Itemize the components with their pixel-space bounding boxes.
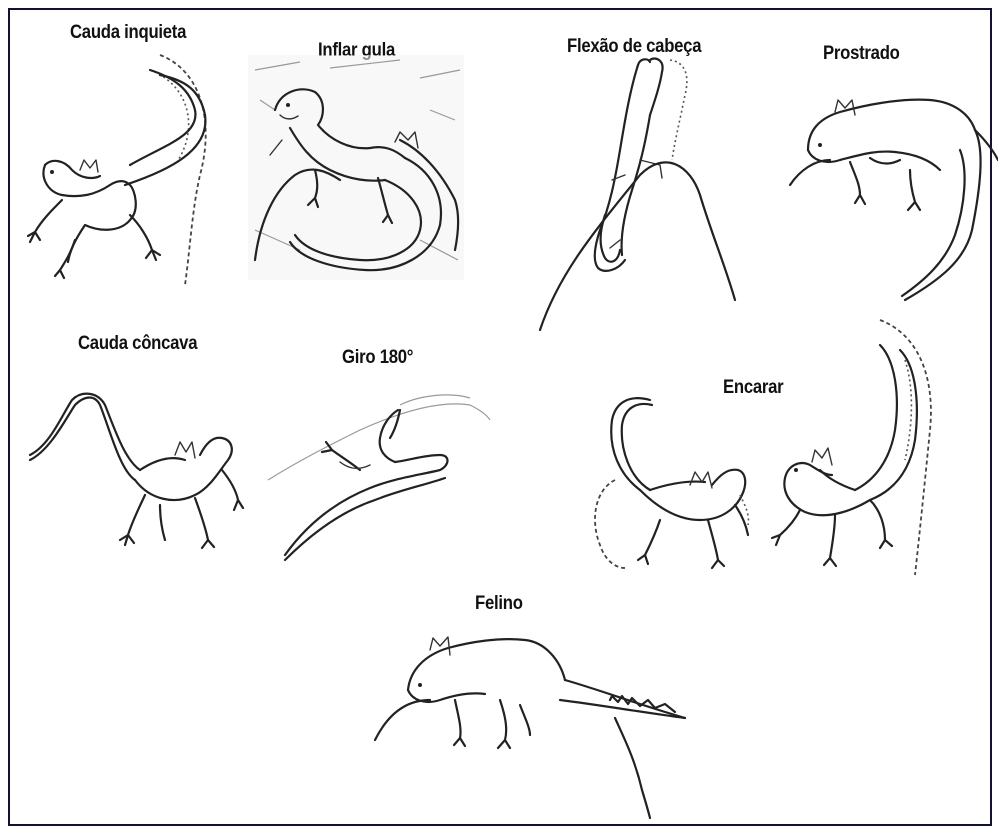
lizard-felino-illustration	[0, 0, 998, 832]
